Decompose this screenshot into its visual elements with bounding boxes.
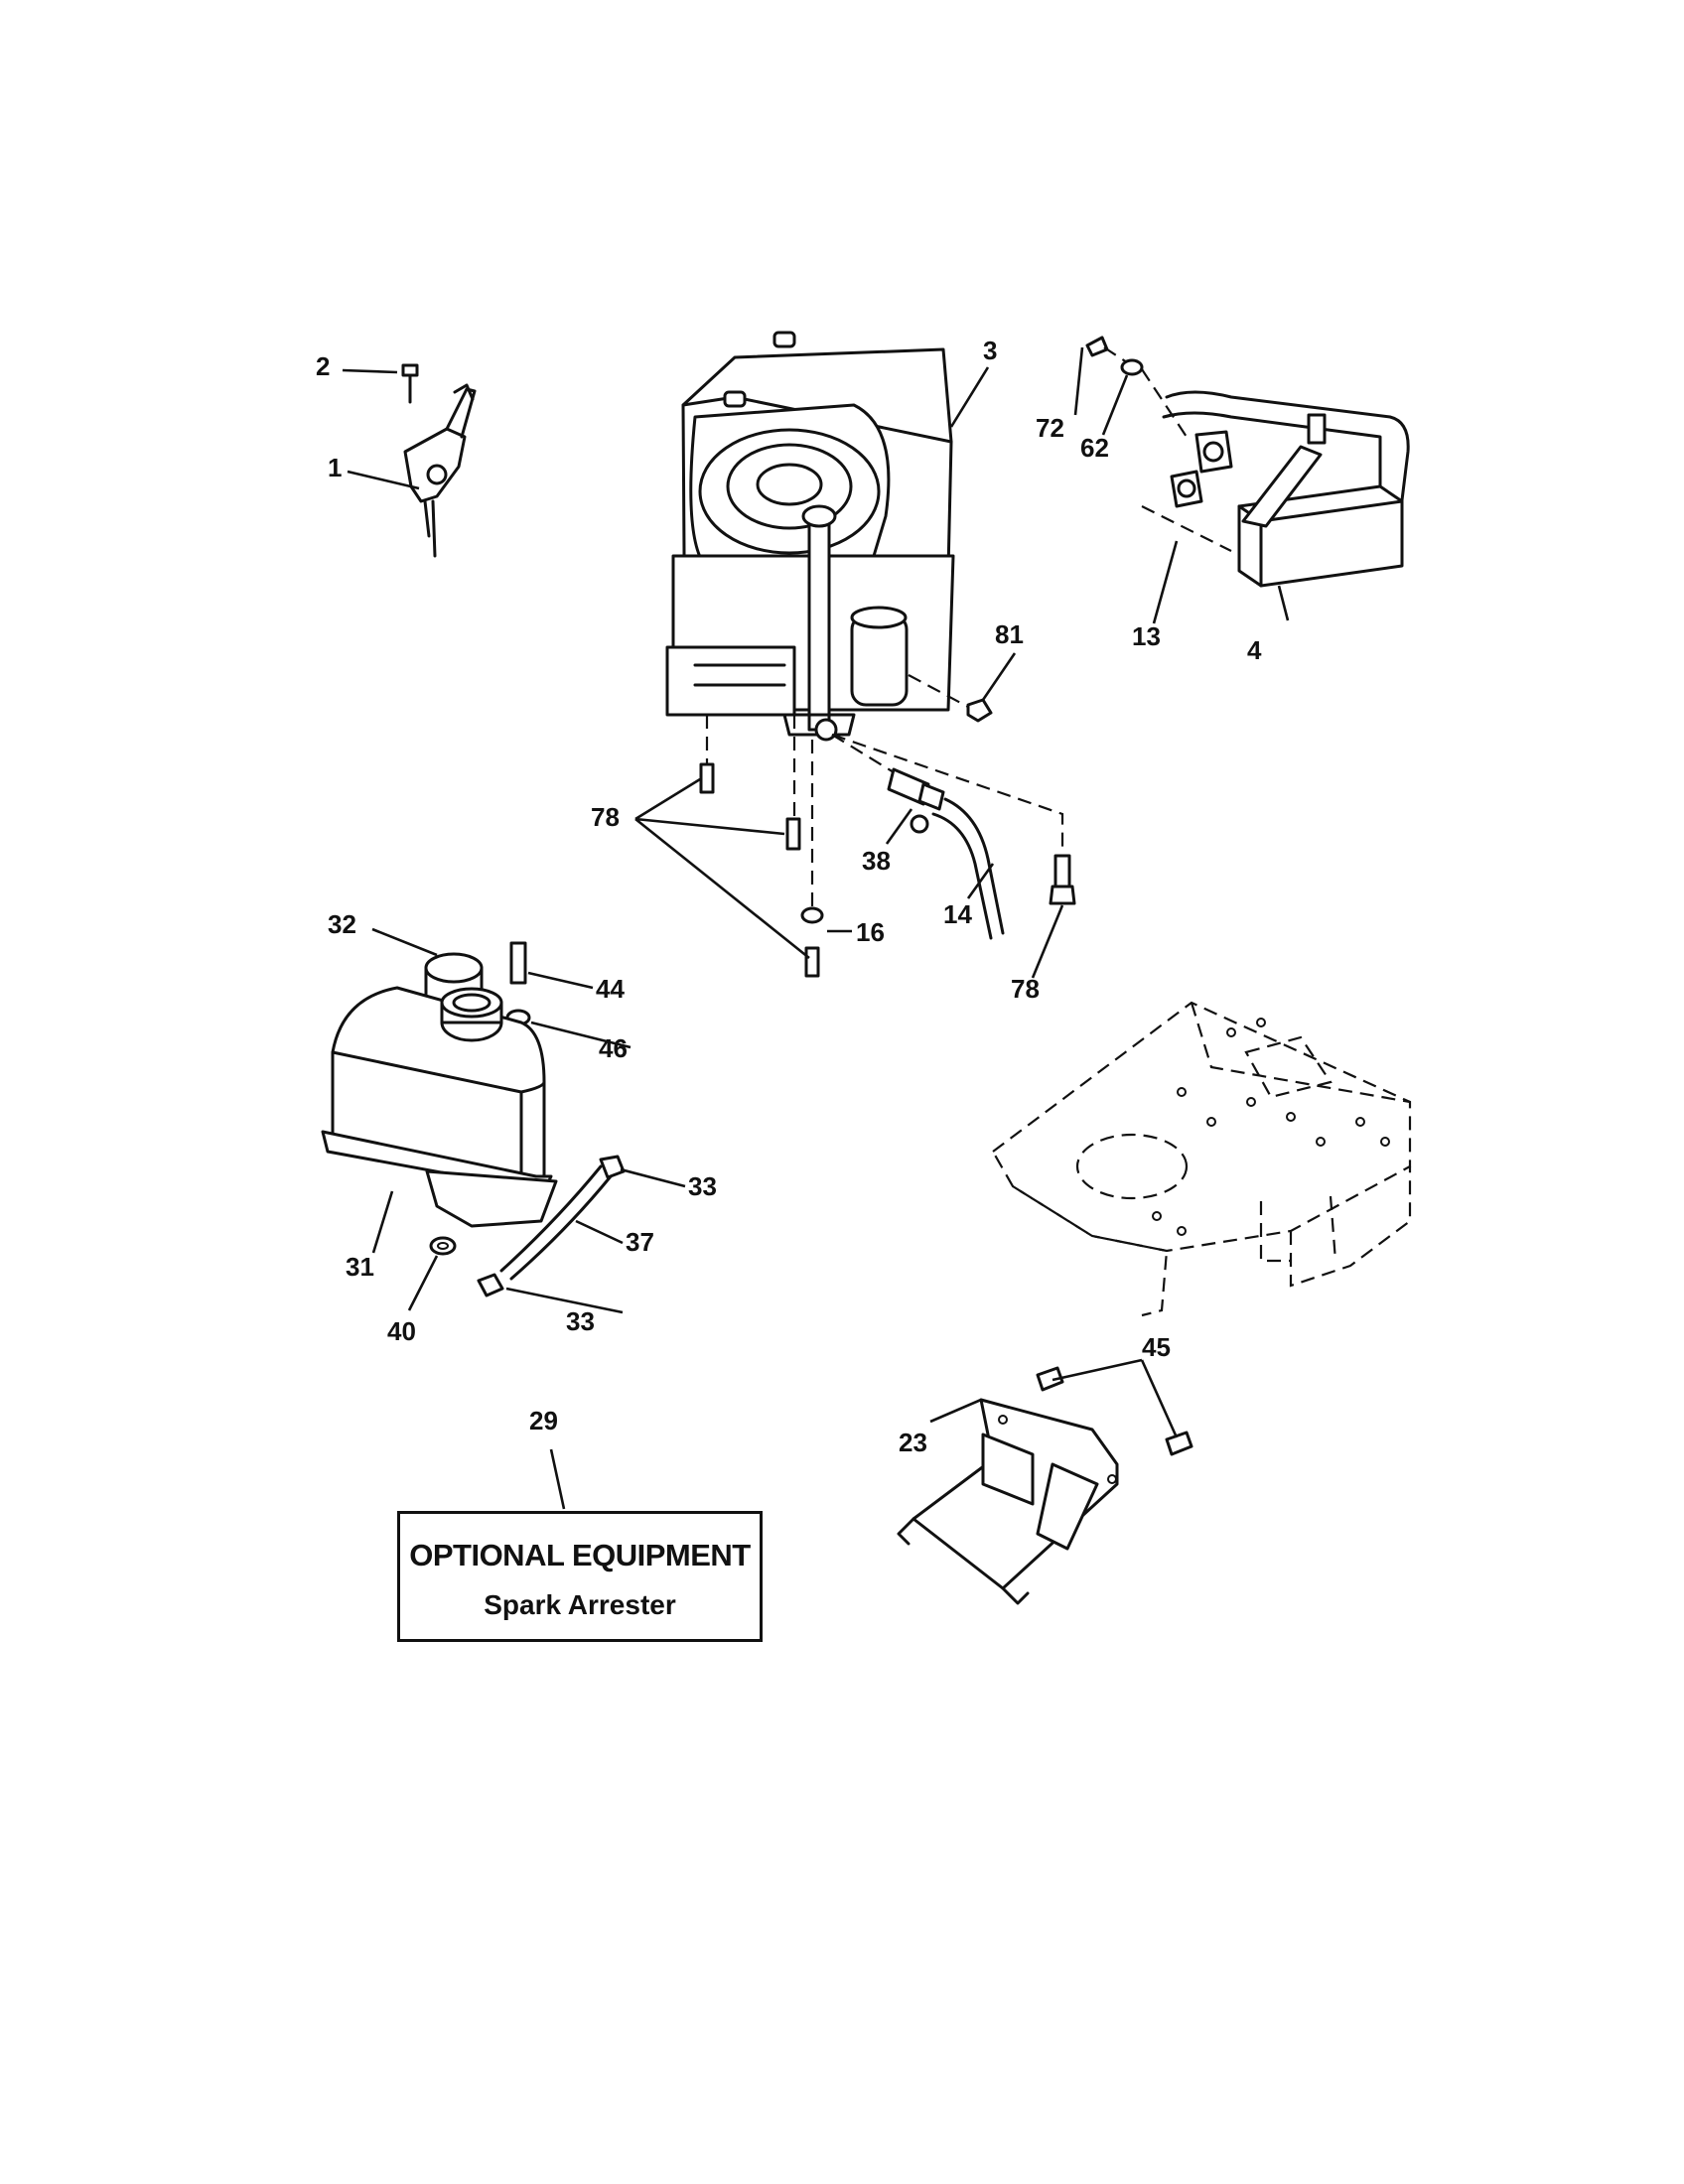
callout-labels: 2 1 3 72 62 13 4 81 78 38 14 16 78 32 44… xyxy=(316,336,1262,1457)
optional-equipment-title: OPTIONAL EQUIPMENT xyxy=(409,1538,751,1572)
fuel-line-part xyxy=(429,1155,626,1297)
label-45: 45 xyxy=(1142,1332,1171,1362)
label-33-top: 33 xyxy=(688,1171,717,1201)
fuel-tank-part xyxy=(321,986,558,1228)
label-78-left: 78 xyxy=(591,802,620,832)
screw-part-2 xyxy=(401,363,419,404)
chassis-frame xyxy=(991,1001,1412,1317)
label-37: 37 xyxy=(626,1227,654,1257)
throttle-control-part xyxy=(403,383,477,558)
label-16: 16 xyxy=(856,917,885,947)
optional-equipment-box: OPTIONAL EQUIPMENT Spark Arrester xyxy=(397,1511,763,1642)
label-32: 32 xyxy=(328,909,356,939)
spark-arrester-label: Spark Arrester xyxy=(484,1589,676,1620)
muffler-part xyxy=(1085,336,1410,588)
heat-shield-part xyxy=(897,1366,1193,1605)
label-4: 4 xyxy=(1247,635,1262,665)
label-29: 29 xyxy=(529,1406,558,1435)
fuel-filter-part xyxy=(831,734,1005,940)
engine-mount-screws xyxy=(699,715,1076,978)
label-14: 14 xyxy=(943,899,972,929)
label-31: 31 xyxy=(346,1252,374,1282)
bolt-part-44 xyxy=(509,941,527,985)
label-1: 1 xyxy=(328,453,342,482)
leader-lines xyxy=(342,346,1290,1510)
label-3: 3 xyxy=(983,336,997,365)
label-23: 23 xyxy=(899,1428,927,1457)
label-78-right: 78 xyxy=(1011,974,1040,1004)
label-13: 13 xyxy=(1132,621,1161,651)
label-62: 62 xyxy=(1080,433,1109,463)
label-40: 40 xyxy=(387,1316,416,1346)
label-81: 81 xyxy=(995,619,1024,649)
label-33-bottom: 33 xyxy=(566,1306,595,1336)
label-72: 72 xyxy=(1036,413,1064,443)
engine-part xyxy=(665,331,955,742)
label-46: 46 xyxy=(599,1033,628,1063)
label-38: 38 xyxy=(862,846,891,876)
nut-part-81 xyxy=(966,698,993,723)
label-2: 2 xyxy=(316,351,330,381)
label-44: 44 xyxy=(596,974,625,1004)
